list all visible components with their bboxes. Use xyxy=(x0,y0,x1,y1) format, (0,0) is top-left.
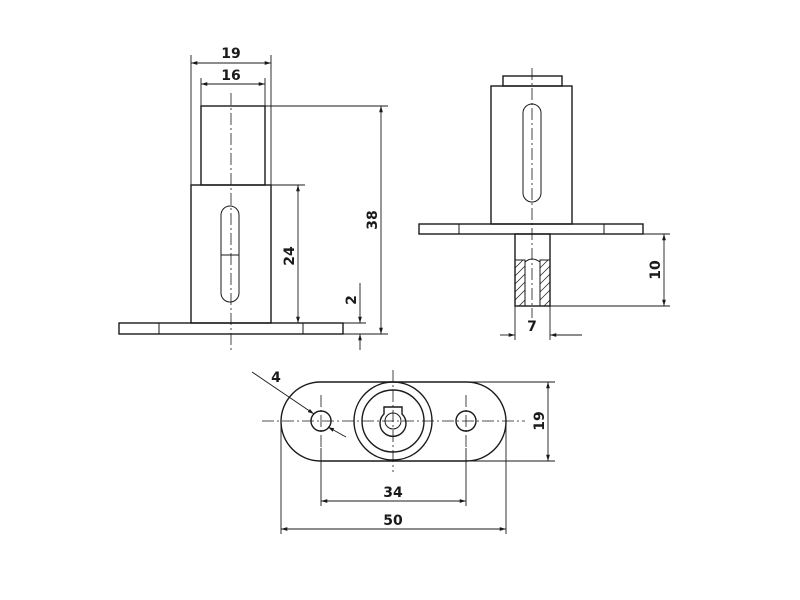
key-core xyxy=(384,412,402,430)
dim-body-height: 24 xyxy=(282,246,298,266)
flange xyxy=(280,381,507,462)
mounting-hole-right xyxy=(455,410,477,432)
front-body xyxy=(490,85,573,225)
front-plate xyxy=(418,223,644,235)
top-cap xyxy=(502,75,563,87)
dim-total-height: 38 xyxy=(365,210,381,229)
dim-flange-width: 19 xyxy=(532,411,548,430)
top-view: 4 19 34 50 xyxy=(251,370,555,534)
dim-plate-thickness: 2 xyxy=(344,295,360,305)
slot xyxy=(220,205,240,303)
dim-side-outer-width: 19 xyxy=(221,46,240,62)
mounting-hole-left xyxy=(310,410,332,432)
lock-inner-ring xyxy=(361,389,425,453)
dim-hole-spacing: 34 xyxy=(383,485,403,501)
front-view: 10 7 xyxy=(418,68,670,340)
dim-pin-length: 10 xyxy=(648,260,664,280)
side-view: 19 16 38 24 2 xyxy=(118,46,388,350)
hatching xyxy=(514,259,551,307)
dim-flange-length: 50 xyxy=(383,513,403,529)
dim-hole-diameter: 4 xyxy=(271,370,281,386)
upper-body xyxy=(200,105,266,186)
dim-pin-diameter: 7 xyxy=(527,319,537,335)
key-slot xyxy=(379,406,407,437)
lock-outer-ring xyxy=(353,381,433,461)
dim-side-inner-width: 16 xyxy=(221,68,240,84)
